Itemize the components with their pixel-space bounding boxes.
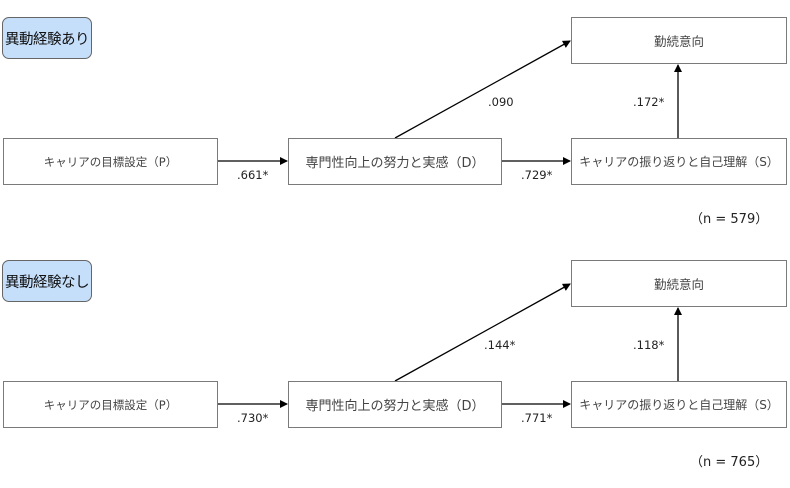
node-reflection-s: キャリアの振り返りと自己理解（S）: [571, 138, 787, 185]
coef-d-to-s: .729*: [521, 168, 553, 182]
node-label: キャリアの目標設定（P）: [43, 397, 178, 412]
group-badge: 異動経験なし: [2, 260, 92, 302]
arrows-layer: [218, 40, 682, 165]
coef-p-to-d: .661*: [237, 168, 269, 182]
coef-s-to-outcome: .172*: [633, 95, 665, 109]
node-label: キャリアの振り返りと自己理解（S）: [579, 398, 779, 412]
node-label: 勤続意向: [653, 277, 704, 292]
coef-d-to-outcome: .144*: [484, 338, 516, 352]
node-label: 専門性向上の努力と実感（D）: [305, 399, 485, 414]
node-label: キャリアの目標設定（P）: [43, 154, 178, 169]
node-goal-setting-p: キャリアの目標設定（P）: [3, 381, 218, 428]
coef-d-to-outcome: .090: [488, 95, 514, 109]
node-retention-intention: 勤続意向: [571, 260, 787, 307]
node-label: 勤続意向: [653, 34, 704, 49]
node-reflection-s: キャリアの振り返りと自己理解（S）: [571, 381, 787, 428]
arrow-d-to-outcome: [394, 283, 571, 382]
path-diagram-with-transfer: 異動経験あり キャリアの目標設定（P） 専門性向上の努力と実感（D） キャリアの…: [0, 0, 790, 240]
arrow-d-to-outcome: [394, 40, 571, 139]
node-retention-intention: 勤続意向: [571, 17, 787, 64]
node-goal-setting-p: キャリアの目標設定（P）: [3, 138, 218, 185]
coef-d-to-s: .771*: [521, 411, 553, 425]
node-label: キャリアの振り返りと自己理解（S）: [579, 155, 779, 169]
node-expertise-effort-d: 専門性向上の努力と実感（D）: [288, 138, 502, 185]
arrows-layer: [218, 283, 682, 408]
coef-p-to-d: .730*: [237, 411, 269, 425]
coef-s-to-outcome: .118*: [633, 338, 665, 352]
path-diagram-without-transfer: 異動経験なし キャリアの目標設定（P） 専門性向上の努力と実感（D） キャリアの…: [0, 243, 790, 483]
sample-size: （n = 579）: [690, 212, 769, 227]
sample-size: （n = 765）: [690, 455, 769, 470]
node-label: 専門性向上の努力と実感（D）: [305, 156, 485, 171]
node-expertise-effort-d: 専門性向上の努力と実感（D）: [288, 381, 502, 428]
group-badge: 異動経験あり: [2, 17, 92, 59]
